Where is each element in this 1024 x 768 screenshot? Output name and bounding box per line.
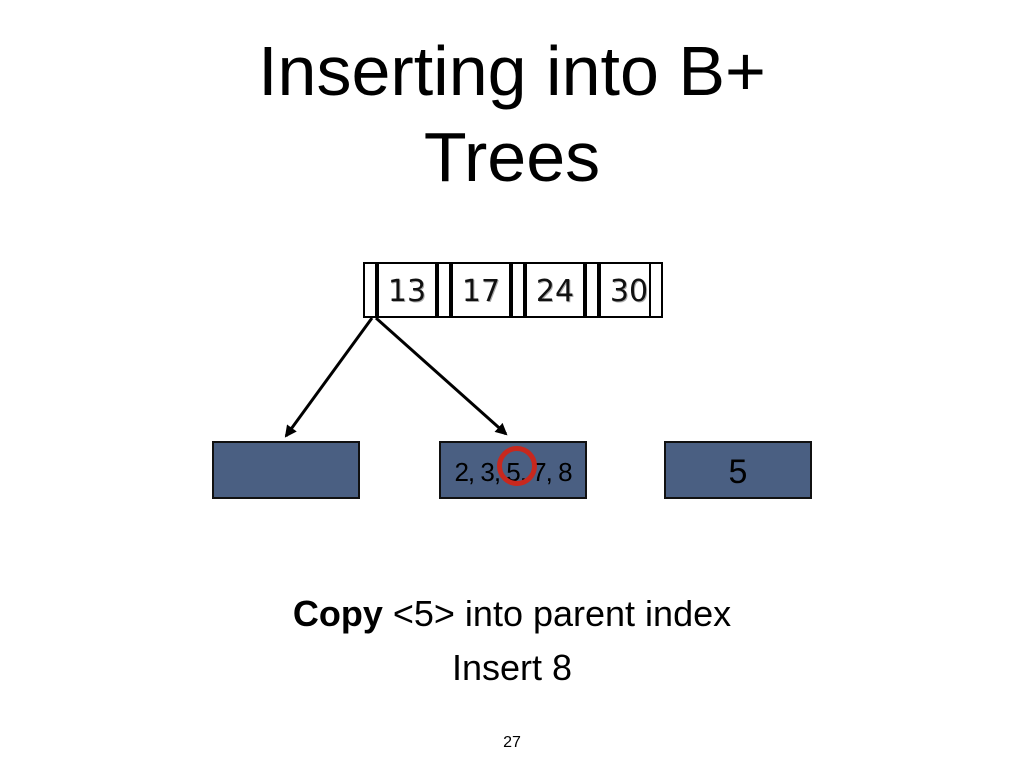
leaf-node-left	[212, 441, 360, 499]
leaf-right-keys: 5	[728, 453, 748, 491]
arrow-to-middle-leaf	[375, 316, 508, 436]
leaf-node-right: 5	[664, 441, 812, 499]
root-pointer-slot	[649, 262, 663, 318]
title-line-2: Trees	[423, 118, 601, 196]
slide-title: Inserting into B+ Trees	[112, 28, 912, 200]
root-key-3: 24	[525, 262, 585, 318]
root-pointer-slot	[585, 262, 599, 318]
caption-line-2: Insert 8	[451, 647, 573, 688]
root-pointer-slot	[511, 262, 525, 318]
caption-line-1-text: <5> into parent index	[382, 593, 732, 634]
leaf-left-keys	[214, 443, 358, 497]
page-number: 27	[503, 734, 521, 751]
caption-line-1: Copy <5> into parent index	[112, 592, 912, 636]
root-pointer-slot	[437, 262, 451, 318]
root-pointer-slot	[363, 262, 377, 318]
highlight-circle-icon	[497, 446, 537, 486]
root-key-2: 17	[451, 262, 511, 318]
leaf-node-middle: 2, 3, 5, 7, 8	[439, 441, 587, 499]
caption-bold-word: Copy	[292, 593, 383, 634]
title-line-1: Inserting into B+	[258, 32, 766, 110]
root-key-1: 13	[377, 262, 437, 318]
arrow-to-left-leaf	[284, 317, 374, 438]
